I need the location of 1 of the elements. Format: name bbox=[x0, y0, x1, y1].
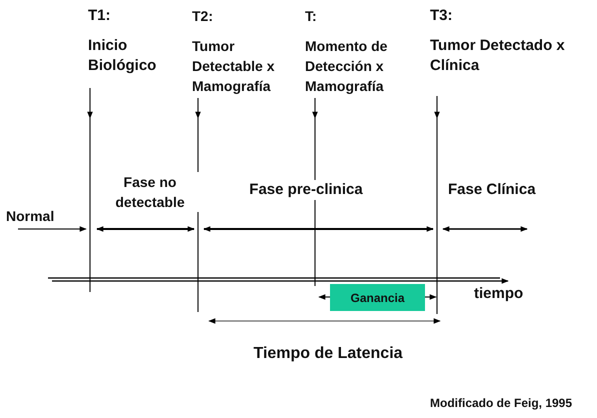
highlight-box: Ganancia bbox=[330, 284, 425, 311]
